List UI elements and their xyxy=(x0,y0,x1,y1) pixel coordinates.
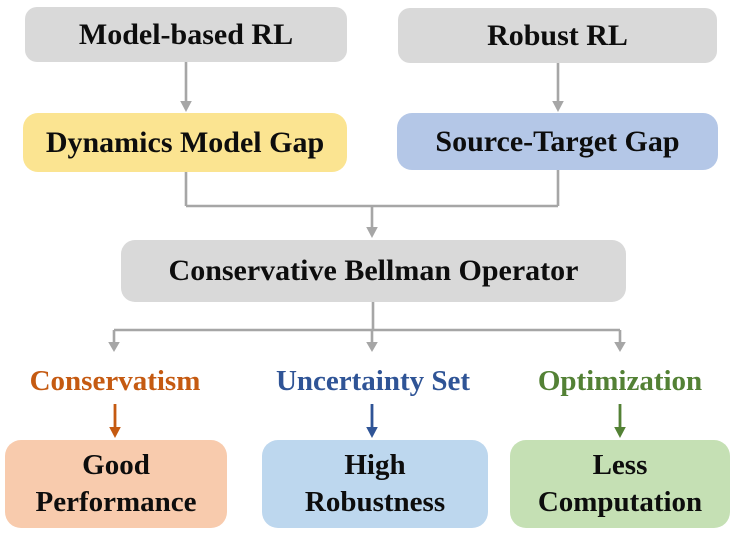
connector-operator-split xyxy=(108,302,626,352)
branch-label-optimization: Optimization xyxy=(537,364,703,397)
arrow-conservatism-to-performance xyxy=(109,404,121,438)
node-robust-rl-label: Robust RL xyxy=(487,18,628,52)
node-dynamics-model-gap: Dynamics Model Gap xyxy=(23,113,347,172)
node-source-target-gap-label: Source-Target Gap xyxy=(435,124,680,158)
connector-merge-to-operator xyxy=(184,170,560,238)
node-robust-rl: Robust RL xyxy=(398,8,717,63)
arrow-robust-to-source xyxy=(552,63,564,112)
node-less-computation: Less Computation xyxy=(510,440,730,528)
node-high-robustness: High Robustness xyxy=(262,440,488,528)
arrow-uncertainty-to-robustness xyxy=(366,404,378,438)
node-conservative-bellman-operator: Conservative Bellman Operator xyxy=(121,240,626,302)
node-model-based-rl: Model-based RL xyxy=(25,7,347,62)
node-source-target-gap: Source-Target Gap xyxy=(397,113,718,170)
branch-label-uncertainty-set: Uncertainty Set xyxy=(275,364,471,397)
node-high-robustness-label: High Robustness xyxy=(304,449,446,518)
node-dynamics-model-gap-label: Dynamics Model Gap xyxy=(45,125,325,159)
node-good-performance-label: Good Performance xyxy=(35,449,197,518)
node-conservative-bellman-operator-label: Conservative Bellman Operator xyxy=(168,254,579,287)
node-less-computation-label: Less Computation xyxy=(537,449,703,518)
arrow-model-to-dynamics xyxy=(180,62,192,112)
node-good-performance: Good Performance xyxy=(5,440,227,528)
arrow-optimization-to-computation xyxy=(614,404,626,438)
branch-label-conservatism: Conservatism xyxy=(29,364,201,397)
node-model-based-rl-label: Model-based RL xyxy=(78,17,294,51)
